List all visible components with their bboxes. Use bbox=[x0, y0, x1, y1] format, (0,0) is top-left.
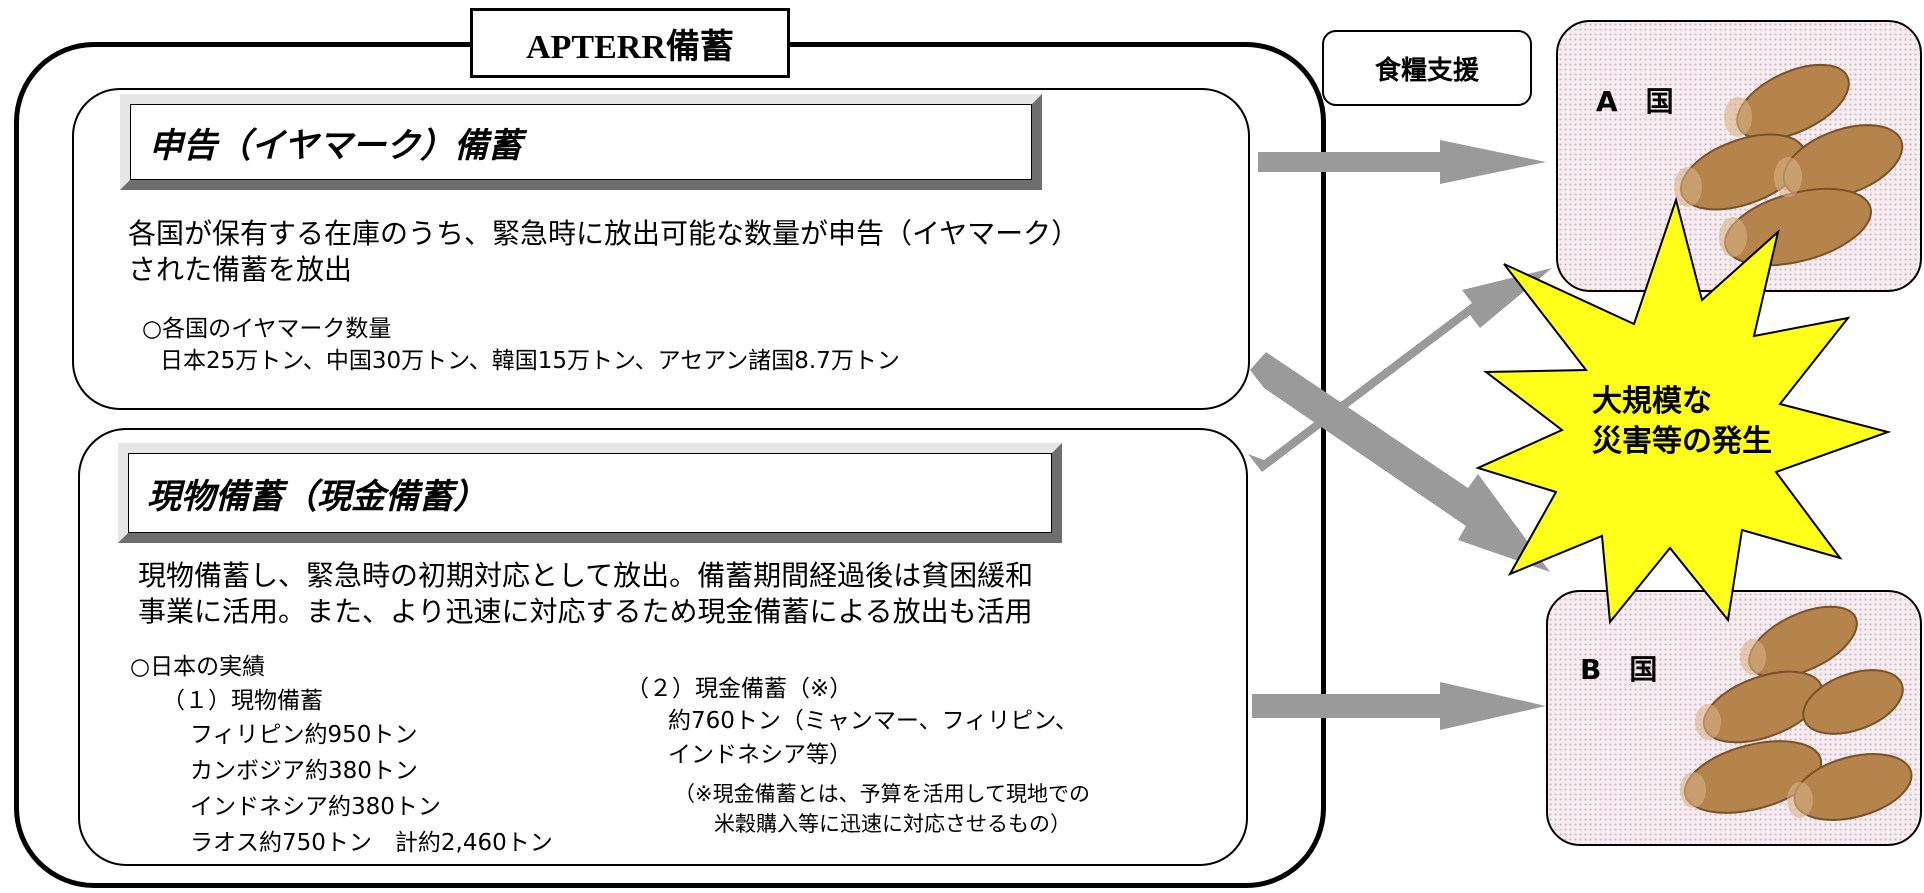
earmark-sub-detail: 日本25万トン、中国30万トン、韓国15万トン、アセアン諸国8.7万トン bbox=[160, 348, 900, 374]
country-b-label: B 国 bbox=[1580, 653, 1658, 686]
country-a-label: A 国 bbox=[1596, 85, 1674, 118]
earmark-title: 申告（イヤマーク）備蓄 bbox=[130, 104, 1032, 180]
arrow-earmark-to-b bbox=[1250, 352, 1550, 572]
physical-title-box: 現物備蓄（現金備蓄） bbox=[118, 443, 1062, 543]
cash-note-line1: （※現金備蓄とは、予算を活用して現地での bbox=[674, 782, 1090, 806]
rice-bags-icon bbox=[1674, 63, 1904, 267]
arrow-earmark-to-a bbox=[1258, 140, 1546, 184]
earmark-title-box: 申告（イヤマーク）備蓄 bbox=[120, 94, 1042, 190]
disaster-line1: 大規模な bbox=[1592, 384, 1712, 419]
apterr-title: APTERR備蓄 bbox=[470, 8, 790, 78]
earmark-desc-line1: 各国が保有する在庫のうち、緊急時に放出可能な数量が申告（イヤマーク） bbox=[128, 217, 1080, 250]
cash-note-line2: 米穀購入等に迅速に対応させるもの） bbox=[714, 812, 1071, 836]
country-a-box: A 国 bbox=[1556, 20, 1922, 292]
physical-title: 現物備蓄（現金備蓄） bbox=[128, 453, 1052, 533]
physical-desc-line1: 現物備蓄し、緊急時の初期対応として放出。備蓄期間経過後は貧困緩和 bbox=[138, 559, 1034, 592]
physical-desc-line2: 事業に活用。また、より迅速に対応するため現金備蓄による放出も活用 bbox=[138, 595, 1033, 628]
japan-heading: ○日本の実績 bbox=[130, 654, 266, 680]
food-aid-label: 食糧支援 bbox=[1322, 30, 1532, 106]
cash-line2: インドネシア等） bbox=[668, 742, 852, 768]
earmark-sub-heading: ○各国のイヤマーク数量 bbox=[142, 316, 392, 342]
rice-bags-icon bbox=[1680, 605, 1913, 821]
physical-heading: （１）現物備蓄 bbox=[162, 688, 323, 714]
arrow-physical-to-b bbox=[1252, 682, 1546, 730]
disaster-burst bbox=[1475, 196, 1892, 625]
country-b-box: B 国 bbox=[1546, 590, 1922, 846]
earmark-desc-line2: された備蓄を放出 bbox=[128, 253, 353, 286]
cash-line1: 約760トン（ミャンマー、フィリピン、 bbox=[668, 708, 1078, 734]
physical-item: ラオス約750トン 計約2,460トン bbox=[190, 830, 553, 856]
cash-heading: （２）現金備蓄（※） bbox=[626, 676, 853, 702]
physical-item: カンボジア約380トン bbox=[190, 758, 418, 784]
physical-item: インドネシア約380トン bbox=[190, 794, 441, 820]
arrow-physical-to-a bbox=[1248, 268, 1552, 472]
disaster-line2: 災害等の発生 bbox=[1592, 424, 1772, 459]
physical-item: フィリピン約950トン bbox=[190, 722, 418, 748]
